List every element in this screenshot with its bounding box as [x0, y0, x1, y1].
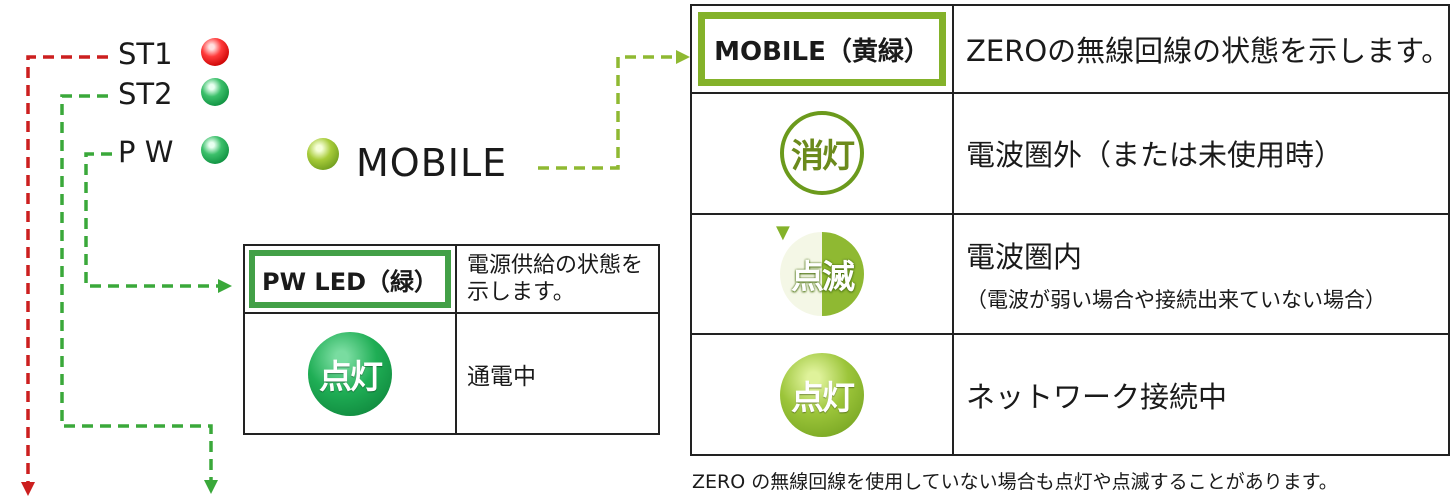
- st1-label: ST1: [118, 37, 173, 71]
- st2-led-icon: [201, 78, 229, 106]
- mobile-header: MOBILE（黄緑）: [698, 12, 946, 86]
- mobile-led-table: MOBILE（黄緑） ZEROの無線回線の状態を示します。 消灯 電波圏外（また…: [690, 4, 1450, 456]
- pw-description: 電源供給の状態を示します。: [455, 244, 660, 314]
- st2-arrowhead: [204, 480, 218, 494]
- pw-status: 通電中: [455, 312, 660, 435]
- mobile-status-off: 電波圏外（または未使用時）: [952, 92, 1450, 215]
- mobile-header-cell: MOBILE（黄緑）: [690, 4, 954, 94]
- mobile-status-blink: 電波圏内: [966, 239, 1083, 274]
- lit-badge-icon: 点灯: [308, 331, 392, 416]
- mobile-connector: [538, 55, 676, 170]
- st1-connector: [26, 55, 108, 482]
- st1-led-icon: [201, 38, 229, 66]
- pw-badge-cell: 点灯: [243, 312, 457, 435]
- footnote: ZERO の無線回線を使用していない場合も点灯や点滅することがあります。: [692, 471, 1338, 493]
- blink-badge-icon: ▼ 点滅: [776, 222, 864, 316]
- pw-header: PW LED（緑）: [249, 250, 451, 308]
- mobile-label: MOBILE: [356, 141, 508, 185]
- mobile-status-lit: ネットワーク接続中: [952, 333, 1450, 456]
- mobile-led-icon: [307, 138, 339, 170]
- blink-indicator-icon: ▼: [776, 221, 790, 243]
- pw-led-table: PW LED（緑） 電源供給の状態を示します。 点灯 通電中: [243, 244, 660, 435]
- mobile-off-cell: 消灯: [690, 92, 954, 215]
- mobile-lit-cell: 点灯: [690, 333, 954, 456]
- pw-arrowhead: [218, 279, 232, 293]
- pw-header-cell: PW LED（緑）: [243, 244, 457, 314]
- st2-label: ST2: [118, 77, 173, 111]
- mobile-arrowhead: [676, 50, 690, 64]
- st1-arrowhead: [21, 482, 35, 496]
- pw-led-icon: [201, 136, 229, 164]
- mobile-blink-cell: ▼ 点滅: [690, 212, 954, 336]
- pw-connector: [84, 152, 218, 288]
- pw-label: P W: [118, 135, 174, 169]
- mobile-status-blink-cell: 電波圏内 （電波が弱い場合や接続出来ていない場合）: [952, 212, 1450, 336]
- mobile-status-blink-note: （電波が弱い場合や接続出来ていない場合）: [966, 287, 1386, 312]
- off-badge-icon: 消灯: [780, 111, 864, 196]
- st2-connector: [60, 94, 213, 480]
- blink-badge-text: 点滅: [791, 256, 855, 296]
- mobile-description: ZEROの無線回線の状態を示します。: [952, 4, 1450, 94]
- lit-badge-icon: 点灯: [780, 352, 864, 437]
